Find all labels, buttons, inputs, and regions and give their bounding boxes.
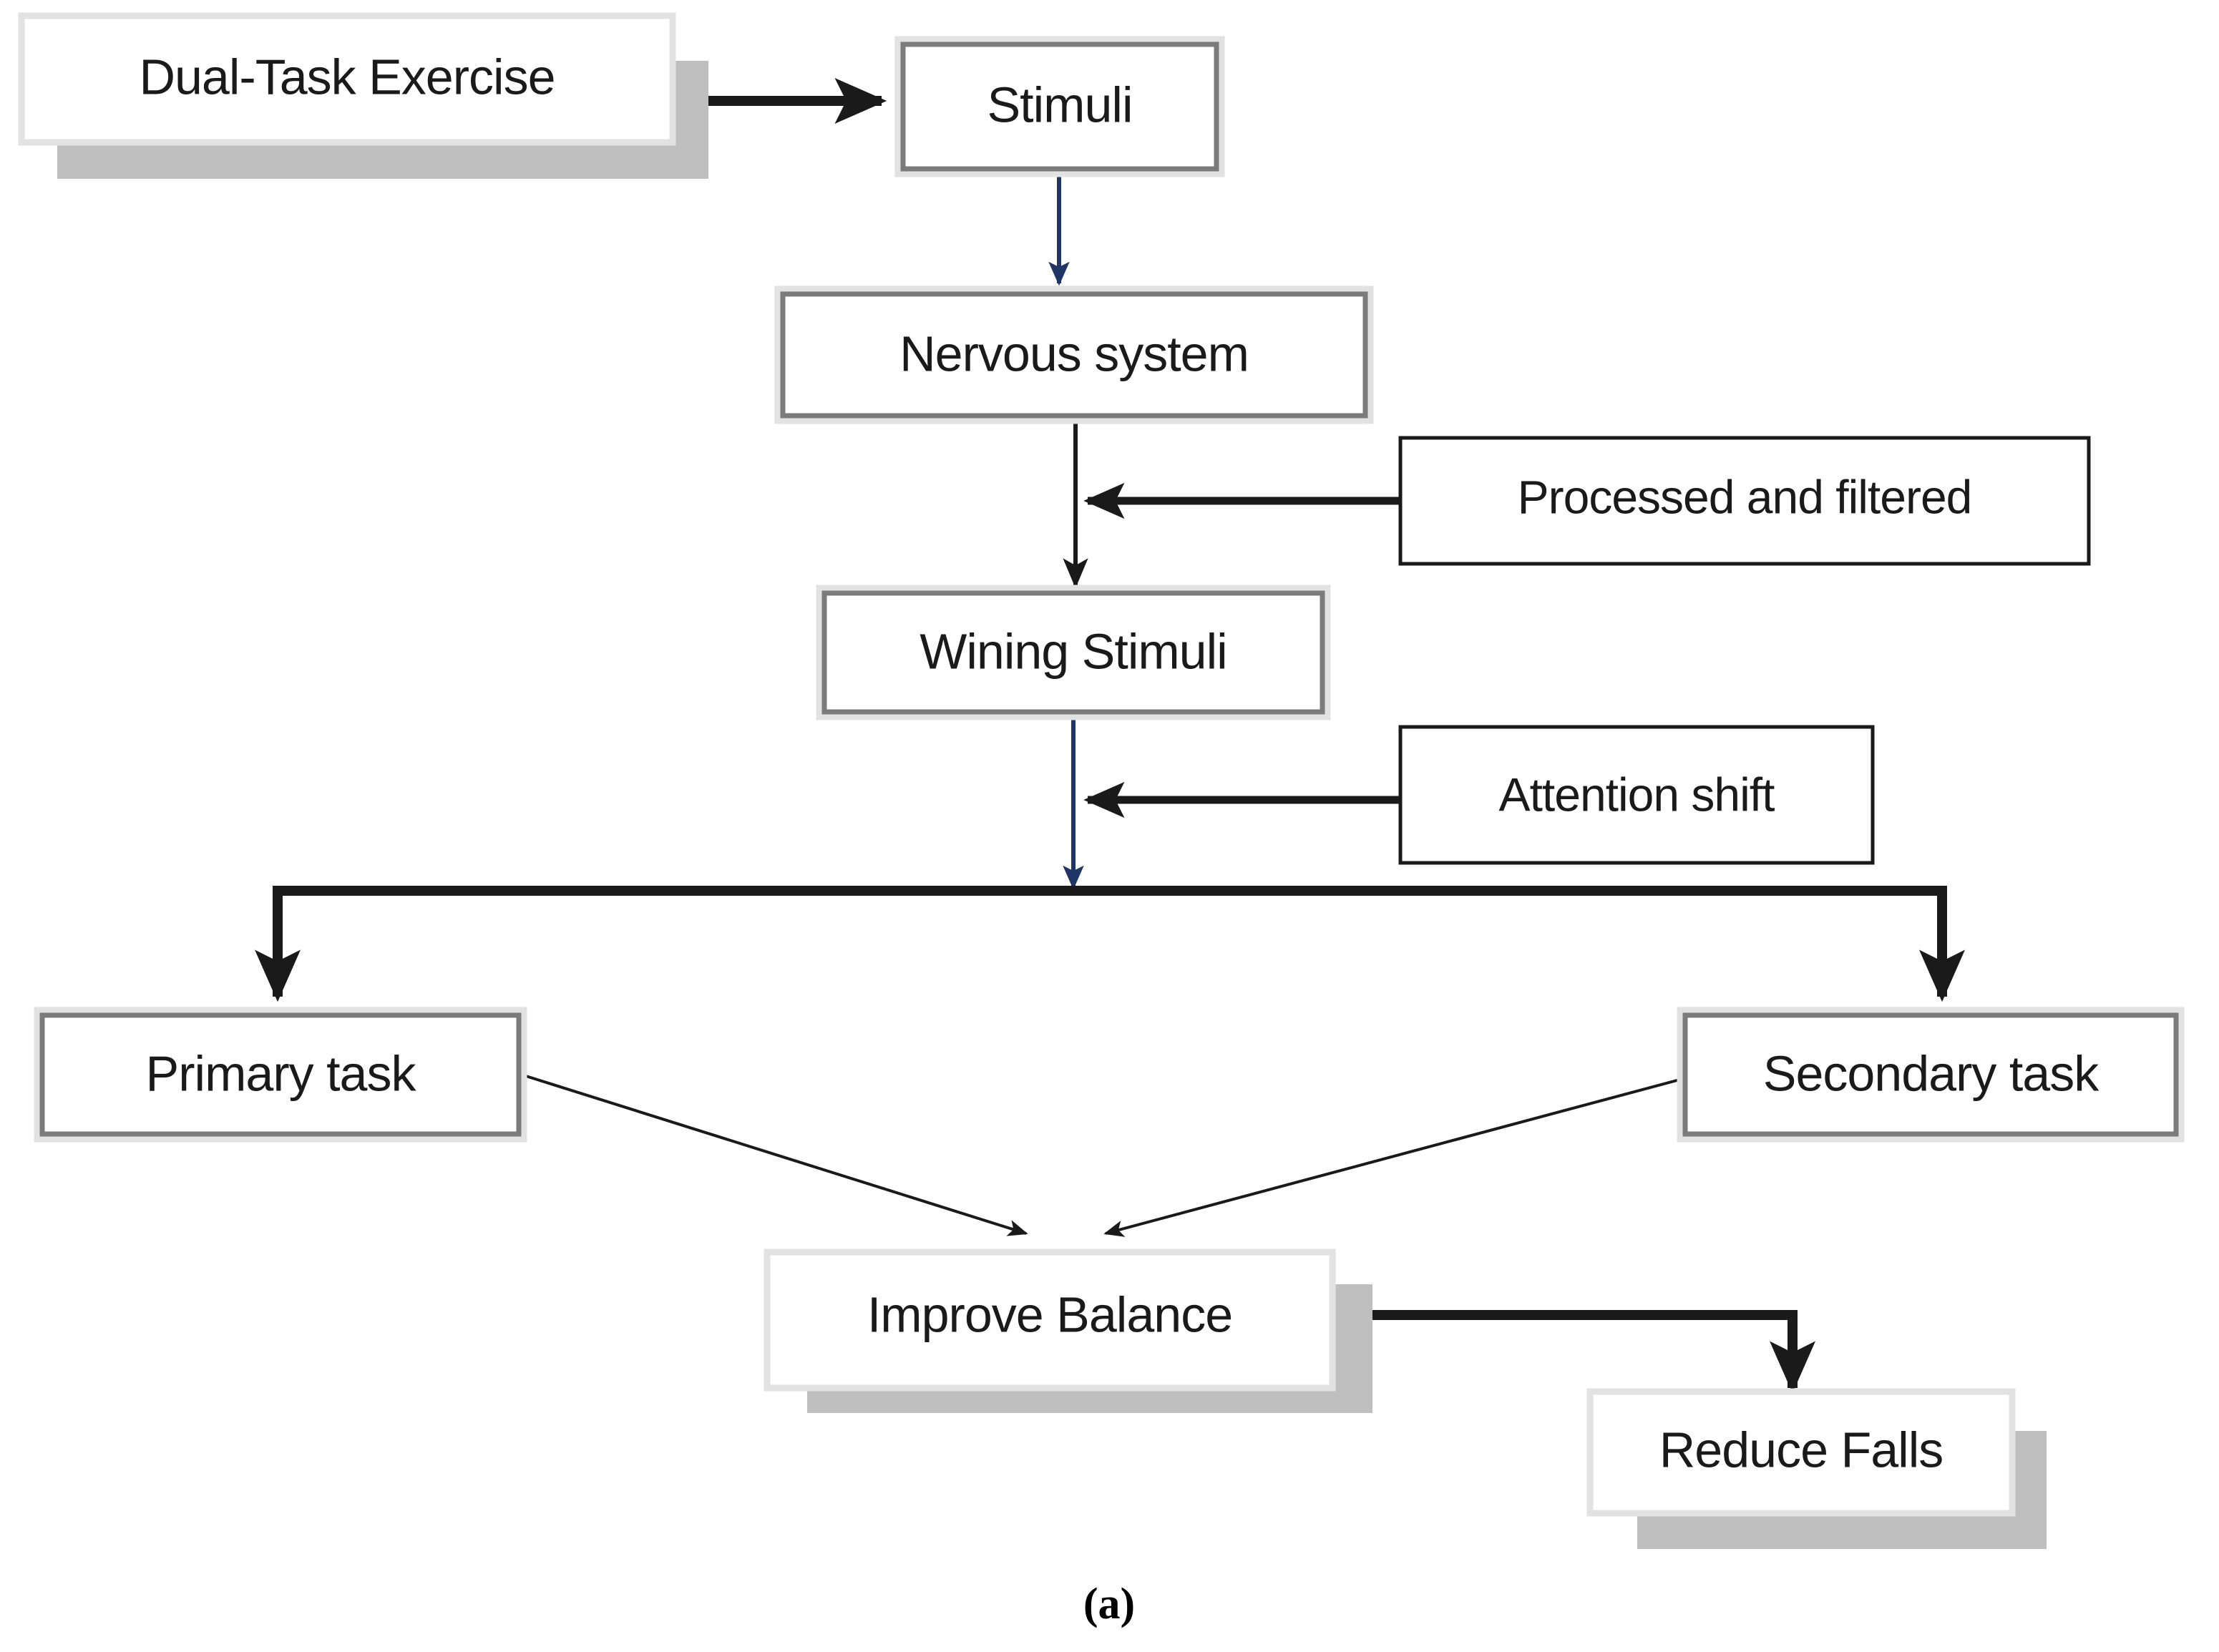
attention-shift-face — [1398, 725, 1875, 865]
primary-task-bevel-outer — [34, 1007, 527, 1143]
node-primary-task[interactable]: Primary task — [34, 1007, 527, 1143]
stimuli-bevel-inner — [900, 41, 1219, 172]
primary-task-label: Primary task — [146, 1045, 417, 1101]
processed-and-filtered-label: Processed and filtered — [1518, 470, 1972, 523]
node-dual-task-exercise[interactable]: Dual-Task Exercise — [18, 12, 708, 179]
nervous-system-bevel-outer — [774, 285, 1374, 424]
wining-stimuli-bevel-inner — [821, 590, 1325, 715]
stimuli-label: Stimuli — [987, 77, 1132, 132]
wining-stimuli-face — [819, 588, 1327, 717]
node-reduce-falls[interactable]: Reduce Falls — [1586, 1388, 2047, 1549]
nervous-system-label: Nervous system — [899, 326, 1249, 381]
nervous-system-face — [778, 289, 1370, 421]
edge-primary-task-to-improve-balance — [525, 1075, 1028, 1236]
dual-task-exercise-label: Dual-Task Exercise — [139, 49, 555, 104]
node-processed-and-filtered[interactable]: Processed and filtered — [1398, 436, 2091, 566]
secondary-task-bevel-inner — [1682, 1012, 2179, 1137]
node-improve-balance[interactable]: Improve Balance — [764, 1248, 1372, 1413]
node-nervous-system[interactable]: Nervous system — [774, 285, 1374, 424]
secondary-task-bevel-outer — [1677, 1007, 2185, 1143]
secondary-task-face — [1680, 1010, 2181, 1139]
edge-improve-balance-to-reduce-falls — [1339, 1301, 1816, 1394]
figure-caption: (a) — [1083, 1580, 1135, 1628]
processed-and-filtered-face — [1398, 436, 2091, 566]
dual-task-exercise-bevel — [18, 12, 676, 146]
node-attention-shift[interactable]: Attention shift — [1398, 725, 1875, 865]
primary-task-face — [37, 1010, 524, 1139]
nervous-system-bevel-inner — [780, 291, 1368, 419]
reduce-falls-face — [1590, 1392, 2012, 1513]
node-stimuli[interactable]: Stimuli — [894, 36, 1225, 177]
attention-shift-label: Attention shift — [1499, 768, 1775, 821]
reduce-falls-bevel — [1586, 1388, 2016, 1517]
node-wining-stimuli[interactable]: Wining Stimuli — [816, 585, 1331, 720]
stimuli-face — [898, 39, 1221, 174]
wining-stimuli-label: Wining Stimuli — [920, 623, 1226, 679]
edge-secondary-task-to-improve-balance — [1103, 1075, 1694, 1237]
improve-balance-bevel — [764, 1248, 1336, 1392]
dual-task-exercise-face — [21, 16, 673, 142]
node-secondary-task[interactable]: Secondary task — [1677, 1007, 2185, 1143]
secondary-task-label: Secondary task — [1763, 1045, 2099, 1101]
stimuli-bevel-outer — [894, 36, 1225, 177]
reduce-falls-label: Reduce Falls — [1659, 1422, 1944, 1477]
edge-split-bus — [254, 886, 1966, 1002]
improve-balance-label: Improve Balance — [867, 1286, 1232, 1342]
primary-task-bevel-inner — [39, 1012, 522, 1137]
improve-balance-face — [767, 1252, 1332, 1388]
wining-stimuli-bevel-outer — [816, 585, 1331, 720]
